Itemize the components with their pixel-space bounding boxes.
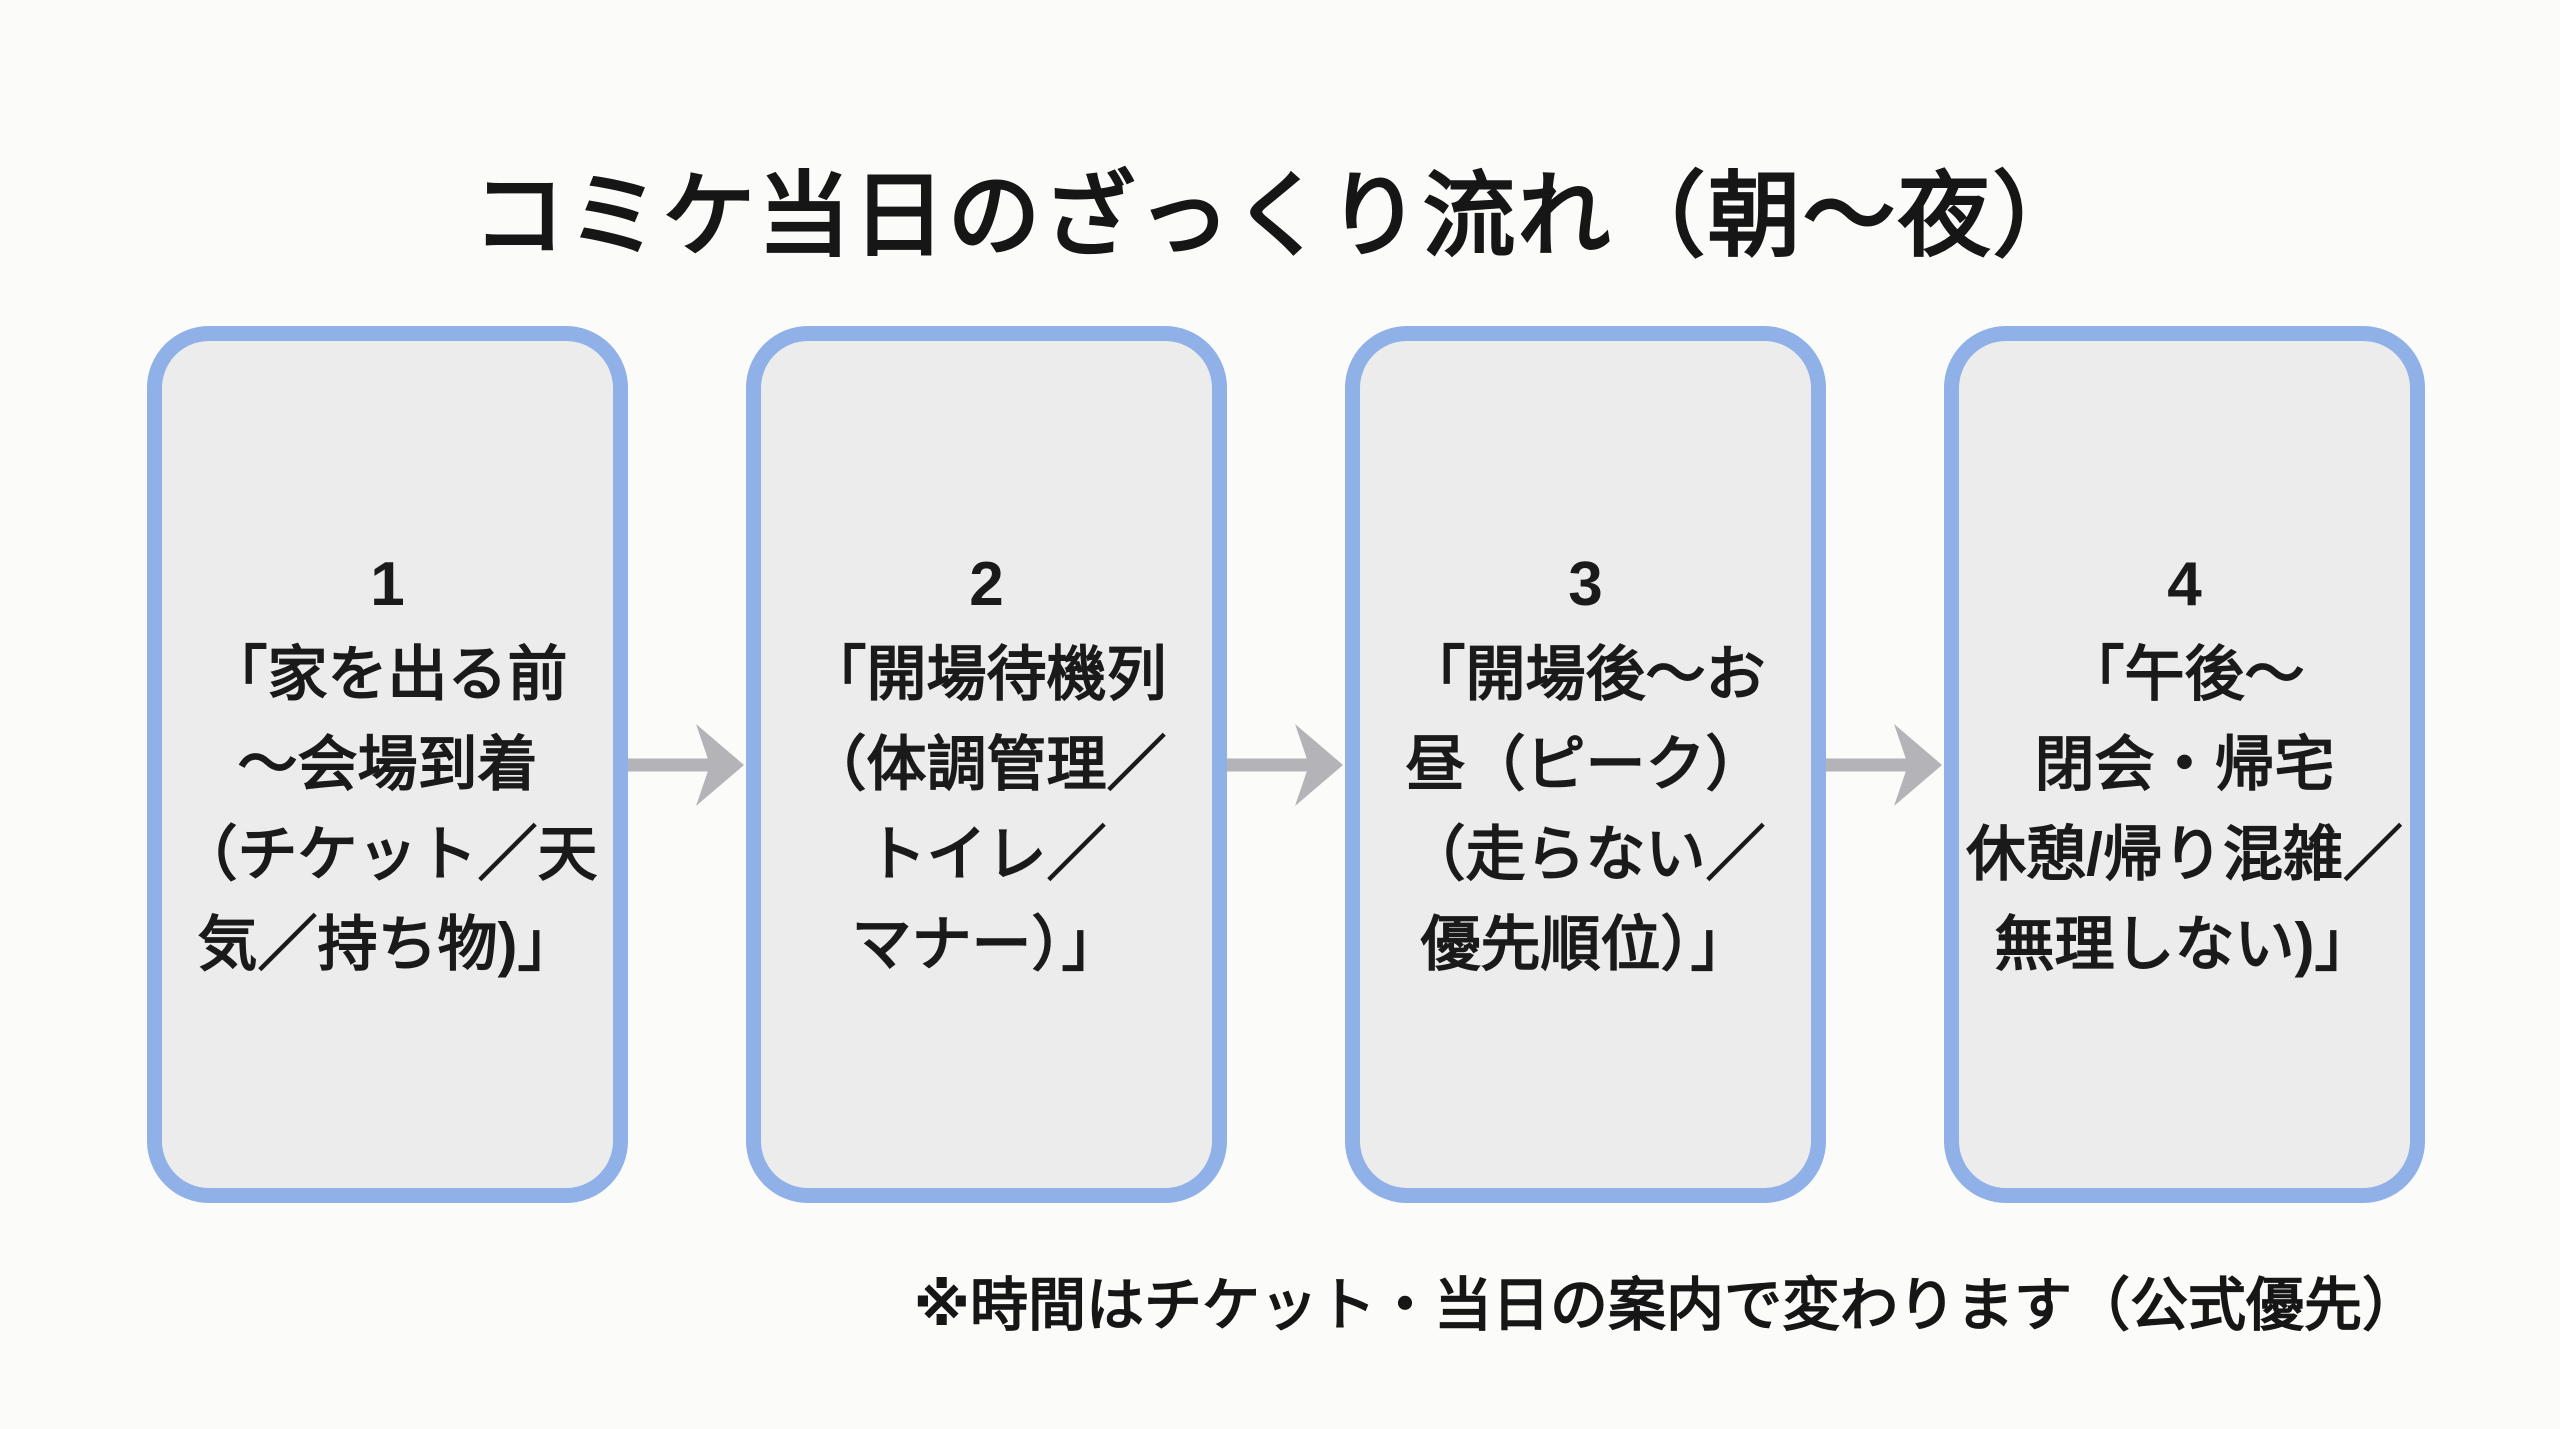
step-line: （体調管理／ — [806, 730, 1167, 798]
flow-row: 1 「家を出る前 〜会場到着 （チケット／天 気／持ち物)」 2 「開場待機列 … — [147, 326, 2425, 1203]
step-line: 「開場後〜お — [1405, 640, 1766, 708]
flow-connector-2 — [1227, 326, 1345, 1203]
flow-step-1: 1 「家を出る前 〜会場到着 （チケット／天 気／持ち物)」 — [147, 326, 628, 1203]
step-number: 1 — [370, 549, 405, 619]
step-line: （走らない／ — [1405, 820, 1766, 888]
right-arrow-icon — [628, 723, 744, 806]
step-line: 気／持ち物)」 — [197, 910, 578, 978]
step-line: 優先順位）」 — [1420, 910, 1751, 978]
flow-step-2: 2 「開場待機列 （体調管理／ トイレ／ マナー）」 — [746, 326, 1227, 1203]
step-line: 閉会・帰宅 — [2034, 730, 2335, 798]
footnote: ※時間はチケット・当日の案内で変わります（公式優先） — [913, 1273, 2420, 1338]
step-line: 〜会場到着 — [237, 730, 538, 798]
page-title: コミケ当日のざっくり流れ（朝〜夜） — [472, 164, 2088, 268]
right-arrow-icon — [1227, 723, 1343, 806]
step-line: 休憩/帰り混雑／ — [1966, 820, 2403, 888]
step-line: 「午後〜 — [2064, 640, 2305, 708]
flow-connector-1 — [628, 326, 746, 1203]
flow-connector-3 — [1826, 326, 1944, 1203]
step-number: 3 — [1568, 549, 1603, 619]
step-number: 2 — [969, 549, 1004, 619]
step-line: （チケット／天 — [177, 820, 598, 888]
step-line: 無理しない)」 — [1994, 910, 2375, 978]
step-line: 「開場待機列 — [806, 640, 1167, 708]
flow-step-1-text: 1 「家を出る前 〜会場到着 （チケット／天 気／持ち物)」 — [162, 540, 613, 990]
step-line: 「家を出る前 — [207, 640, 568, 708]
step-number: 4 — [2167, 549, 2202, 619]
flow-step-4: 4 「午後〜 閉会・帰宅 休憩/帰り混雑／ 無理しない)」 — [1944, 326, 2425, 1203]
flow-step-2-text: 2 「開場待機列 （体調管理／ トイレ／ マナー）」 — [761, 540, 1212, 990]
flow-step-3-text: 3 「開場後〜お 昼（ピーク） （走らない／ 優先順位）」 — [1360, 540, 1811, 990]
step-line: トイレ／ — [866, 820, 1107, 888]
right-arrow-icon — [1826, 723, 1942, 806]
step-line: 昼（ピーク） — [1405, 730, 1766, 798]
flow-step-3: 3 「開場後〜お 昼（ピーク） （走らない／ 優先順位）」 — [1345, 326, 1826, 1203]
flow-step-4-text: 4 「午後〜 閉会・帰宅 休憩/帰り混雑／ 無理しない)」 — [1959, 540, 2410, 990]
step-line: マナー）」 — [851, 910, 1122, 978]
